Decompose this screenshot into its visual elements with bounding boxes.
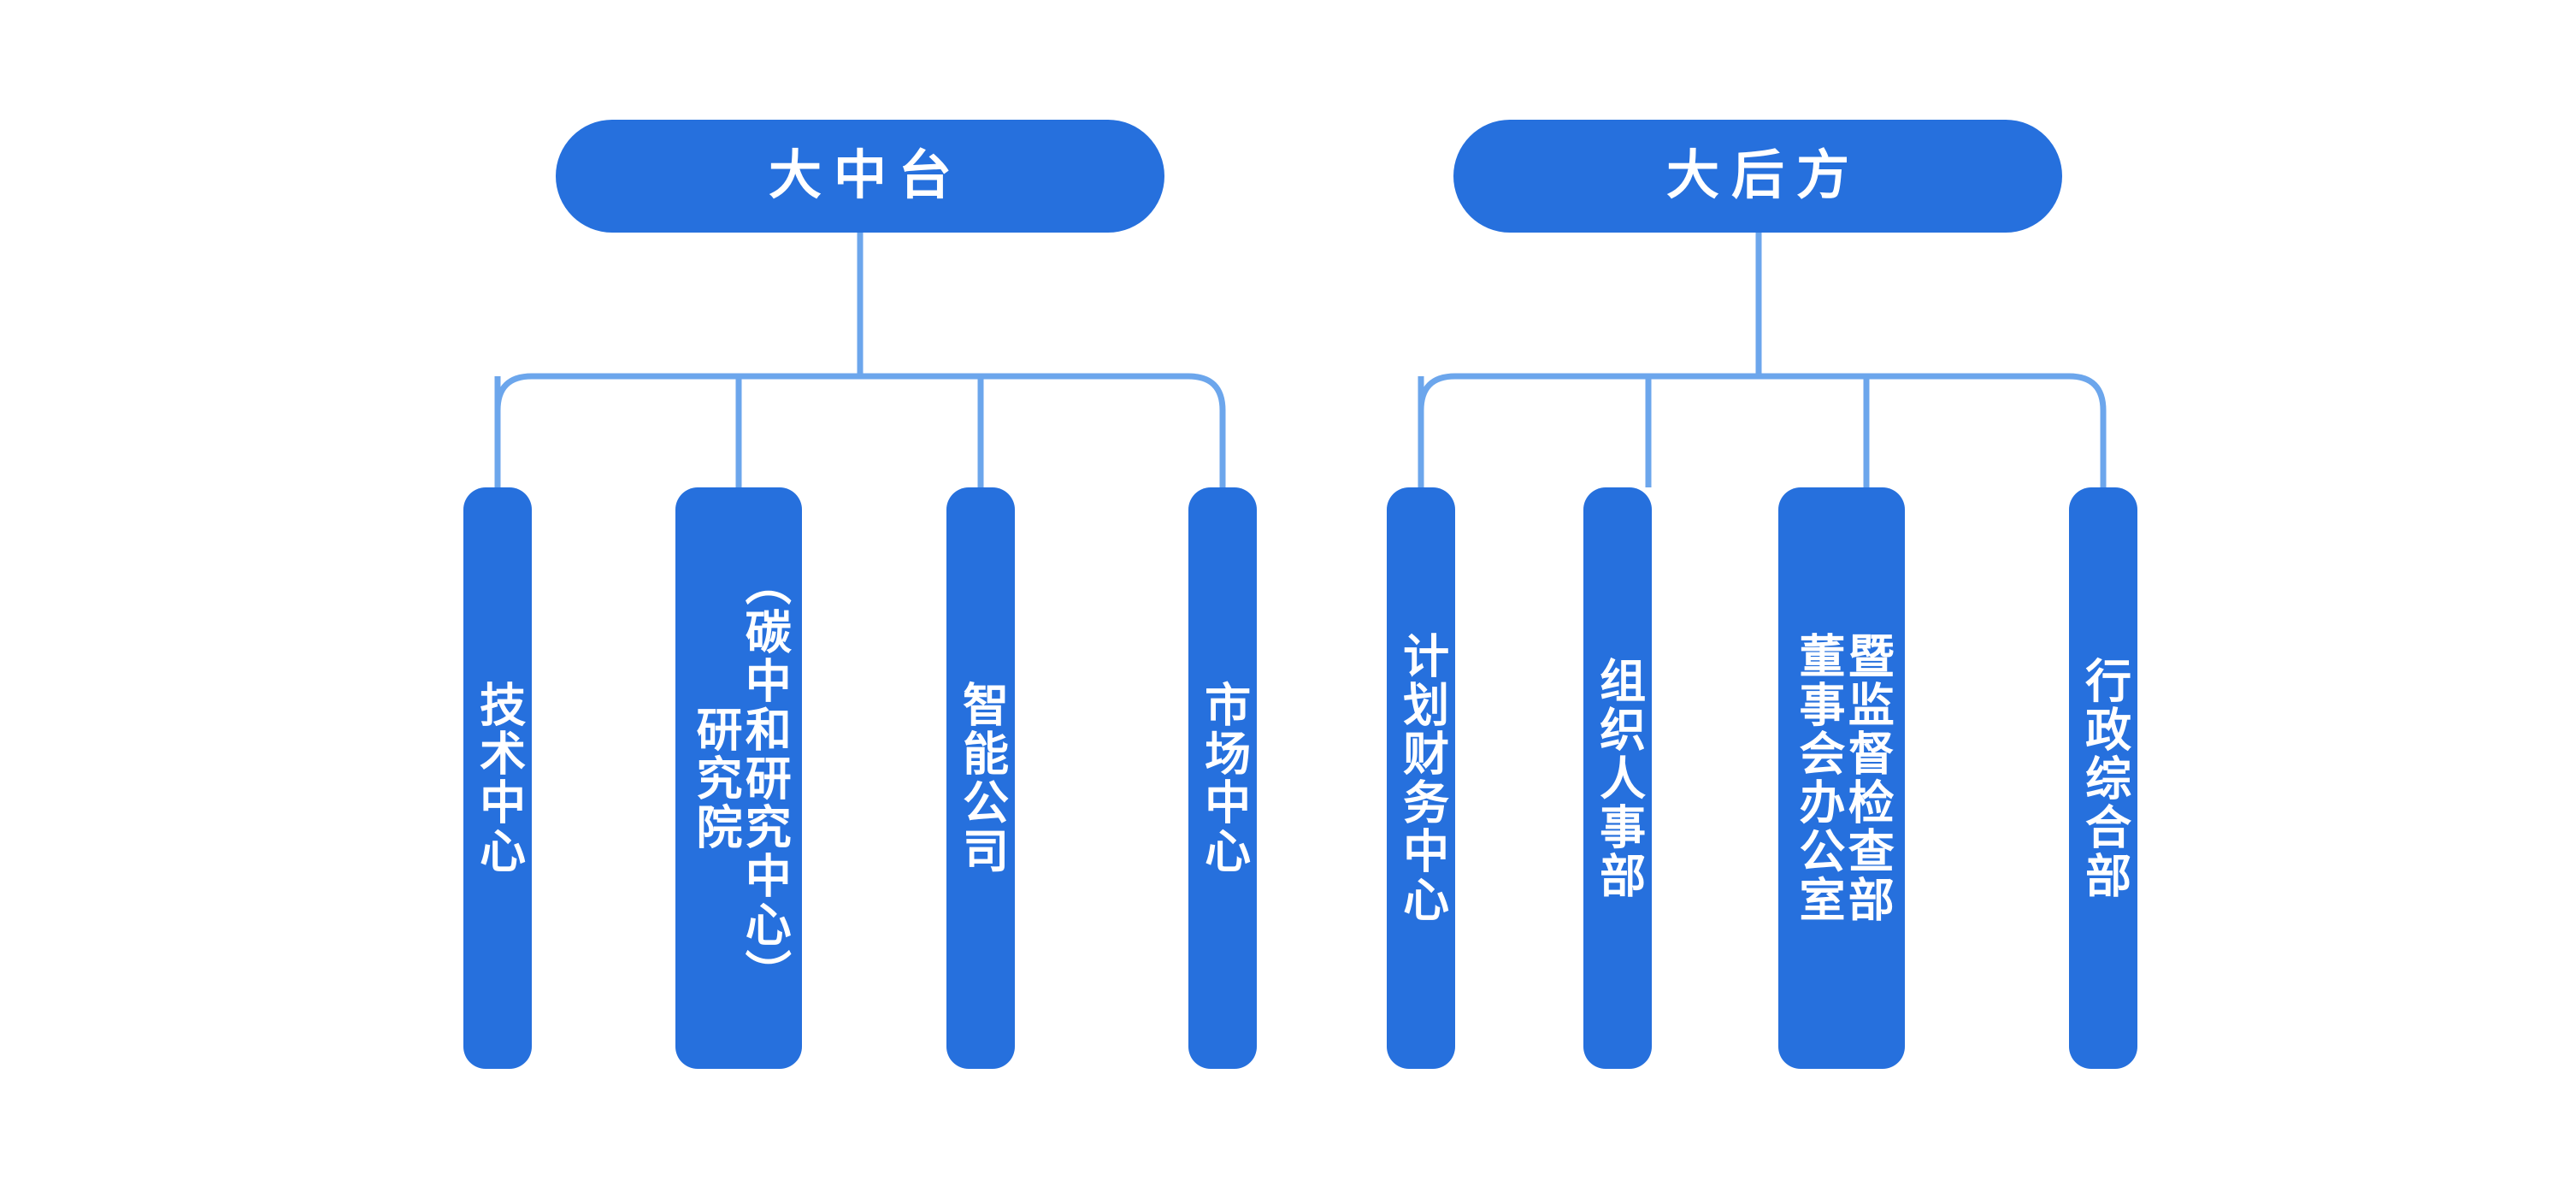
node-box-xingzheng-zonghe-bu[interactable]: 行政综合部 xyxy=(2069,487,2137,1069)
group-header-label: 大中台 xyxy=(768,146,964,205)
node-label-wrap: 计划财务中心 xyxy=(1387,487,1455,1069)
bus-line xyxy=(1418,373,2107,487)
node-box-zhineng-gongsi[interactable]: 智能公司 xyxy=(946,487,1015,1069)
node-box-jishu-zhongxin[interactable]: 技术中心 xyxy=(463,487,532,1069)
node-label-wrap: 智能公司 xyxy=(946,487,1015,1069)
node-label-column-1: 智能公司 xyxy=(955,681,1007,876)
node-label-wrap: （碳中和研究中心） 研究院 xyxy=(675,487,802,1069)
node-box-shichang-zhongxin[interactable]: 市场中心 xyxy=(1188,487,1257,1069)
bus-line xyxy=(494,373,1226,487)
node-label-wrap: 暨监督检查部 董事会办公室 xyxy=(1778,487,1905,1069)
node-label-column-1: 市场中心 xyxy=(1197,681,1249,876)
node-label-wrap: 市场中心 xyxy=(1188,487,1257,1069)
node-label-wrap: 行政综合部 xyxy=(2069,487,2137,1069)
node-box-yanjiuyuan[interactable]: （碳中和研究中心） 研究院 xyxy=(675,487,802,1069)
node-box-zuzhi-renshi-bu[interactable]: 组织人事部 xyxy=(1583,487,1652,1069)
node-label-column-1: 计划财务中心 xyxy=(1395,632,1447,924)
node-label-wrap: 组织人事部 xyxy=(1583,487,1652,1069)
org-group-zhongtai: 大中台 技术中心 （碳中和研究中心） 研究院 智能公司 市场中心 xyxy=(462,0,1257,1186)
node-box-jihua-caiwu-zhongxin[interactable]: 计划财务中心 xyxy=(1387,487,1455,1069)
node-label-column-2: 研究院 xyxy=(689,705,740,852)
node-label-column-1: 暨监督检查部 xyxy=(1841,632,1893,924)
node-label-column-2: 董事会办公室 xyxy=(1792,632,1843,924)
group-header-pill-houfang[interactable]: 大后方 xyxy=(1453,120,2062,233)
node-label-column-1: 组织人事部 xyxy=(1592,656,1644,900)
node-label-column-1: （碳中和研究中心） xyxy=(738,558,790,998)
group-header-label: 大后方 xyxy=(1665,146,1861,205)
org-group-houfang: 大后方 计划财务中心 组织人事部 暨监督检查部 董事会办公室 行政综合部 xyxy=(1385,0,2172,1186)
node-label-column-1: 行政综合部 xyxy=(2078,656,2130,900)
node-box-dongshihui-bangongshi[interactable]: 暨监督检查部 董事会办公室 xyxy=(1778,487,1905,1069)
node-label-wrap: 技术中心 xyxy=(463,487,532,1069)
node-label-column-1: 技术中心 xyxy=(472,681,524,876)
group-header-pill-zhongtai[interactable]: 大中台 xyxy=(556,120,1164,233)
